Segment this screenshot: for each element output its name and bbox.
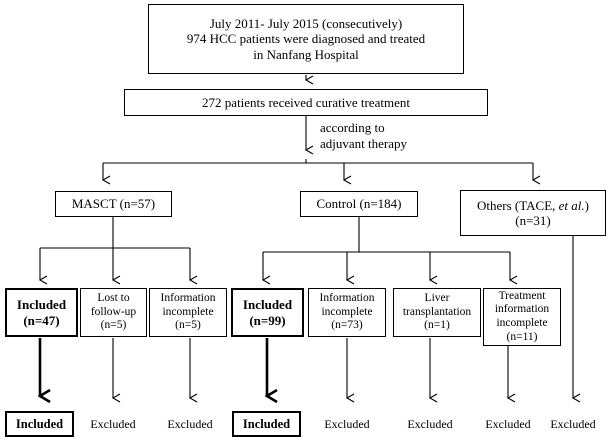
node-masct-included: Included (n=47)	[5, 288, 78, 337]
terminal-included-masct: Included	[5, 411, 74, 437]
terminal-excluded-control-info-label: Excluded	[324, 417, 370, 431]
group-others-label-italic: et al.	[558, 197, 585, 213]
split-annotation-line-1: according to	[320, 120, 385, 135]
node-masct-lost-to-followup: Lost to follow-up (n=5)	[80, 288, 147, 337]
masct-included-line-1: Included	[16, 297, 67, 313]
group-others-label-line-2: (n=31)	[515, 213, 551, 228]
liver-transplantation-line-2: transplantation	[402, 305, 472, 318]
control-included-line-2: (n=99)	[249, 312, 286, 328]
masct-info-line-1: Information	[160, 292, 216, 305]
treatment-info-line-3: incomplete	[496, 317, 548, 329]
liver-transplantation-line-1: Liver	[424, 292, 450, 305]
terminal-excluded-lost-followup-label: Excluded	[90, 417, 136, 431]
terminal-included-control-label: Included	[242, 416, 291, 431]
node-source: July 2011- July 2015 (consecutively) 974…	[148, 4, 464, 74]
control-info-line-1: Information	[319, 292, 375, 305]
curative-label: 272 patients received curative treatment	[202, 94, 410, 110]
terminal-excluded-liver-transplantation: Excluded	[395, 417, 465, 431]
control-info-line-2: incomplete	[321, 305, 373, 318]
node-group-others: Others (TACE, et al.) (n=31)	[460, 190, 606, 236]
node-control-information-incomplete: Information incomplete (n=73)	[308, 288, 386, 337]
masct-info-line-3: (n=5)	[175, 319, 201, 332]
treatment-info-line-4: (n=11)	[506, 330, 538, 343]
masct-included-line-2: (n=47)	[23, 312, 60, 328]
node-masct-information-incomplete: Information incomplete (n=5)	[149, 288, 227, 337]
node-control-treatment-information-incomplete: Treatment information incomplete (n=11)	[483, 288, 561, 346]
terminal-included-control: Included	[232, 411, 301, 437]
node-group-control: Control (n=184)	[300, 191, 418, 217]
source-line-1: July 2011- July 2015 (consecutively)	[209, 16, 403, 31]
terminal-excluded-masct-info: Excluded	[155, 417, 225, 431]
node-group-masct: MASCT (n=57)	[55, 191, 172, 217]
treatment-info-line-1: Treatment	[498, 289, 546, 302]
masct-info-line-2: incomplete	[162, 305, 214, 318]
group-others-label-line-1: Others (TACE, et al.)	[463, 198, 603, 213]
lost-followup-line-2: follow-up	[90, 305, 137, 318]
split-annotation: according to adjuvant therapy	[320, 120, 407, 153]
node-curative-treatment: 272 patients received curative treatment	[124, 89, 488, 116]
source-line-3: in Nanfang Hospital	[253, 46, 359, 62]
lost-followup-line-1: Lost to	[97, 292, 130, 305]
terminal-excluded-lost-followup: Excluded	[78, 417, 148, 431]
control-info-line-3: (n=73)	[331, 319, 363, 332]
group-others-label-post: )	[584, 197, 589, 213]
terminal-excluded-others-label: Excluded	[550, 417, 596, 431]
lost-followup-line-3: (n=5)	[100, 319, 127, 332]
terminal-excluded-treatment-info: Excluded	[473, 417, 543, 431]
treatment-info-line-2: information	[494, 303, 550, 316]
node-control-included: Included (n=99)	[231, 288, 304, 337]
split-annotation-line-2: adjuvant therapy	[320, 136, 407, 152]
group-masct-label: MASCT (n=57)	[71, 196, 156, 212]
node-control-liver-transplantation: Liver transplantation (n=1)	[393, 288, 481, 337]
terminal-excluded-control-info: Excluded	[312, 417, 382, 431]
terminal-included-masct-label: Included	[15, 416, 64, 431]
terminal-excluded-masct-info-label: Excluded	[167, 417, 213, 431]
liver-transplantation-line-3: (n=1)	[424, 319, 450, 332]
terminal-excluded-liver-transplantation-label: Excluded	[407, 417, 453, 431]
group-control-label: Control (n=184)	[316, 196, 402, 212]
terminal-excluded-others: Excluded	[538, 417, 608, 431]
terminal-excluded-treatment-info-label: Excluded	[485, 417, 531, 431]
control-included-line-1: Included	[242, 297, 293, 313]
group-others-label-pre: Others (TACE,	[477, 197, 559, 213]
source-line-2: 974 HCC patients were diagnosed and trea…	[186, 31, 426, 47]
